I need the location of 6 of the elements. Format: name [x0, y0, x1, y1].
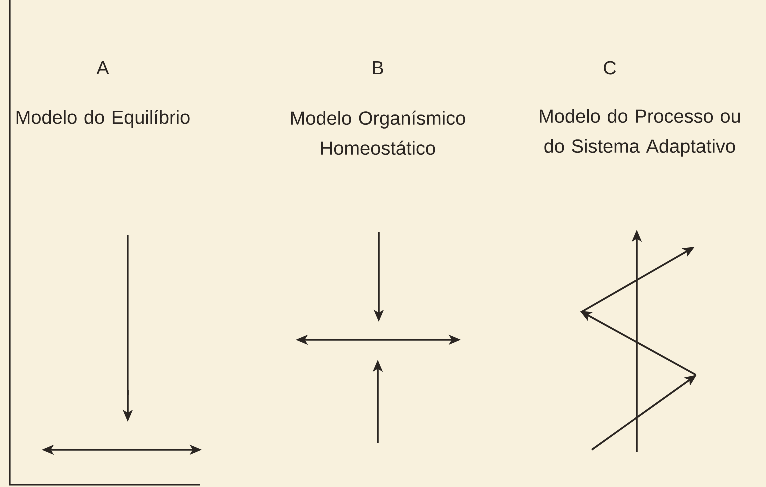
- column-letter: A: [96, 61, 110, 75]
- model-heading: Modelo Organísmico Homeostático: [291, 110, 466, 156]
- model-heading: Modelo do Equilíbrio: [16, 110, 190, 128]
- model-heading: Modelo do Processo ou do Sistema Adaptativo: [540, 109, 740, 157]
- column-letter: C: [604, 61, 616, 75]
- column-letter: B: [373, 61, 384, 75]
